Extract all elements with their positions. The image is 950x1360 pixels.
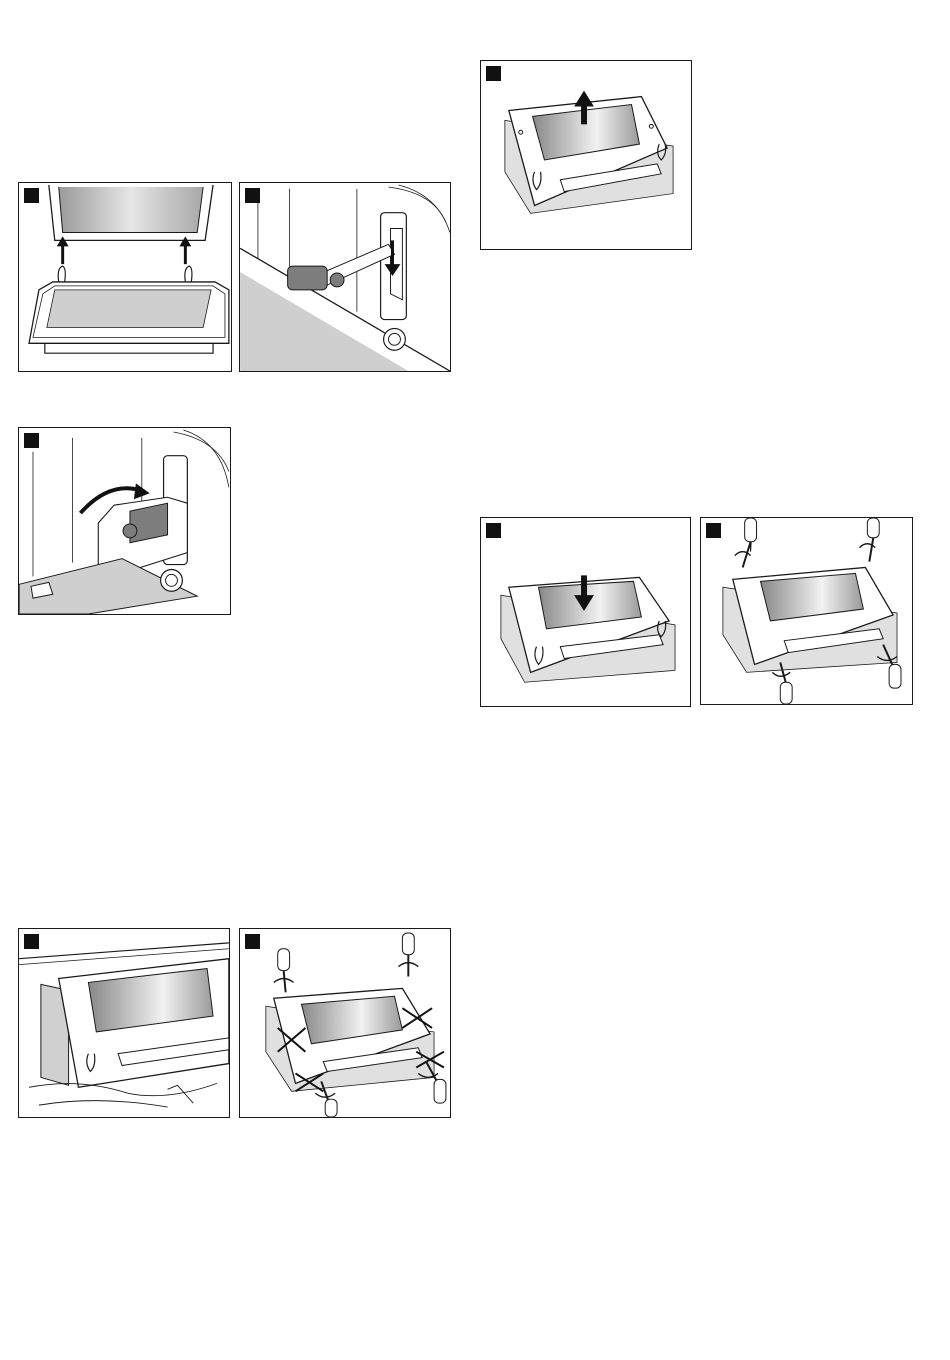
figure-door-on-cloth [18,928,230,1118]
step-number-badge [24,433,39,448]
door-lift-off-illustration [19,183,231,371]
figure-inner-pane-insert-down [480,517,691,707]
inner-pane-lift-up-illustration [481,61,691,249]
figure-door-lift-off [18,182,232,372]
figure-hinge-lever-down [239,182,451,372]
step-number-badge [706,523,721,538]
step-number-badge [245,188,260,203]
screw-remove-illustration [240,929,450,1117]
step-number-badge [245,934,260,949]
hinge-lever-fold-back-illustration [19,428,230,614]
step-number-badge [486,523,501,538]
screwdriver-icon [859,518,879,562]
inner-pane-insert-down-illustration [481,518,690,706]
figure-hinge-lever-fold-back [18,427,231,615]
hinge-lever-down-illustration [240,183,450,371]
step-number-badge [486,66,501,81]
screwdriver-icon [735,518,757,567]
door-on-cloth-illustration [19,929,229,1117]
figure-inner-pane-lift-up [480,60,692,250]
screwdriver-icon [398,933,418,977]
figure-screw-remove [239,928,451,1118]
figure-screw-tighten [700,517,913,705]
step-number-badge [24,934,39,949]
screwdriver-icon [274,949,294,993]
step-number-badge [24,188,39,203]
screw-tighten-illustration [701,518,912,704]
